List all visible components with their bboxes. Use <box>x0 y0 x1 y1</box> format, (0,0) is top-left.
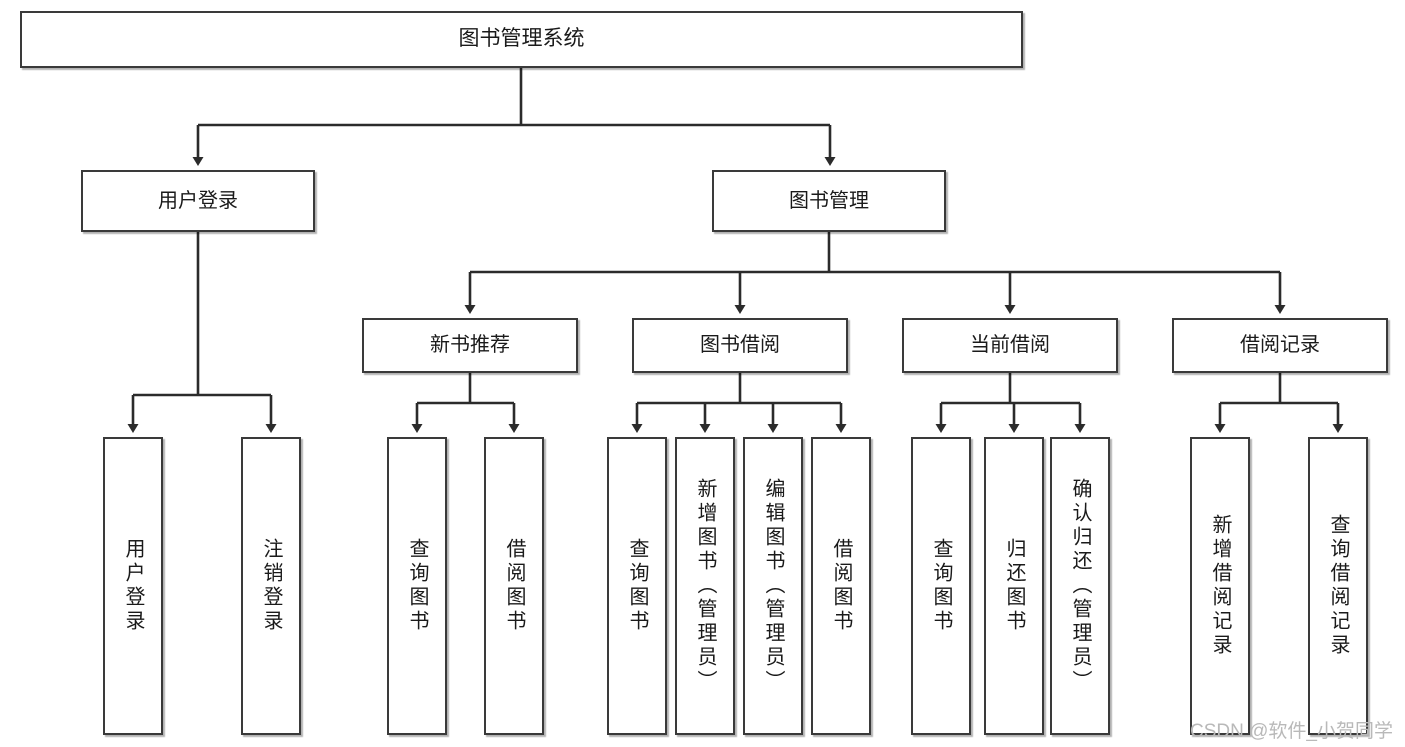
node-leaf-user-logout-label: 注销登录 <box>260 538 282 634</box>
node-leaf-add-book-label: 新增图书（管理员） <box>694 478 716 694</box>
node-user-login-label: 用户登录 <box>158 189 238 212</box>
node-leaf-query-book-brw-label: 查询图书 <box>626 538 648 634</box>
node-borrow-record[interactable]: 借阅记录 <box>1172 318 1388 373</box>
node-book-manage-label: 图书管理 <box>789 189 869 212</box>
node-root[interactable]: 图书管理系统 <box>20 11 1023 68</box>
node-new-book-rec[interactable]: 新书推荐 <box>362 318 578 373</box>
node-leaf-query-book-rec-label: 查询图书 <box>406 538 428 634</box>
node-leaf-query-book-cur[interactable]: 查询图书 <box>911 437 971 735</box>
node-leaf-query-record-label: 查询借阅记录 <box>1327 514 1349 658</box>
node-current-borrow[interactable]: 当前借阅 <box>902 318 1118 373</box>
node-leaf-add-record[interactable]: 新增借阅记录 <box>1190 437 1250 735</box>
node-leaf-user-login-label: 用户登录 <box>122 538 144 634</box>
node-book-manage[interactable]: 图书管理 <box>712 170 946 232</box>
node-leaf-edit-book-label: 编辑图书（管理员） <box>762 478 784 694</box>
node-leaf-return-book[interactable]: 归还图书 <box>984 437 1044 735</box>
node-leaf-query-book-rec[interactable]: 查询图书 <box>387 437 447 735</box>
node-borrow-record-label: 借阅记录 <box>1240 334 1320 356</box>
node-leaf-edit-book[interactable]: 编辑图书（管理员） <box>743 437 803 735</box>
node-leaf-query-book-brw[interactable]: 查询图书 <box>607 437 667 735</box>
node-leaf-return-book-label: 归还图书 <box>1003 538 1025 634</box>
node-current-borrow-label: 当前借阅 <box>970 334 1050 356</box>
node-leaf-user-login[interactable]: 用户登录 <box>103 437 163 735</box>
node-leaf-user-logout[interactable]: 注销登录 <box>241 437 301 735</box>
node-leaf-borrow-book-brw-label: 借阅图书 <box>830 538 852 634</box>
node-new-book-rec-label: 新书推荐 <box>430 334 510 356</box>
node-root-label: 图书管理系统 <box>458 27 585 51</box>
node-leaf-borrow-book-rec-label: 借阅图书 <box>503 538 525 634</box>
node-leaf-query-book-cur-label: 查询图书 <box>930 538 952 634</box>
node-user-login[interactable]: 用户登录 <box>81 170 315 232</box>
node-book-borrow[interactable]: 图书借阅 <box>632 318 848 373</box>
watermark: CSDN @软件_小贺同学 <box>1190 721 1393 742</box>
node-leaf-query-record[interactable]: 查询借阅记录 <box>1308 437 1368 735</box>
node-leaf-borrow-book-rec[interactable]: 借阅图书 <box>484 437 544 735</box>
node-leaf-add-record-label: 新增借阅记录 <box>1209 514 1231 658</box>
node-leaf-add-book[interactable]: 新增图书（管理员） <box>675 437 735 735</box>
node-leaf-confirm-return[interactable]: 确认归还（管理员） <box>1050 437 1110 735</box>
node-book-borrow-label: 图书借阅 <box>700 334 780 356</box>
node-leaf-confirm-return-label: 确认归还（管理员） <box>1069 478 1091 694</box>
node-leaf-borrow-book-brw[interactable]: 借阅图书 <box>811 437 871 735</box>
